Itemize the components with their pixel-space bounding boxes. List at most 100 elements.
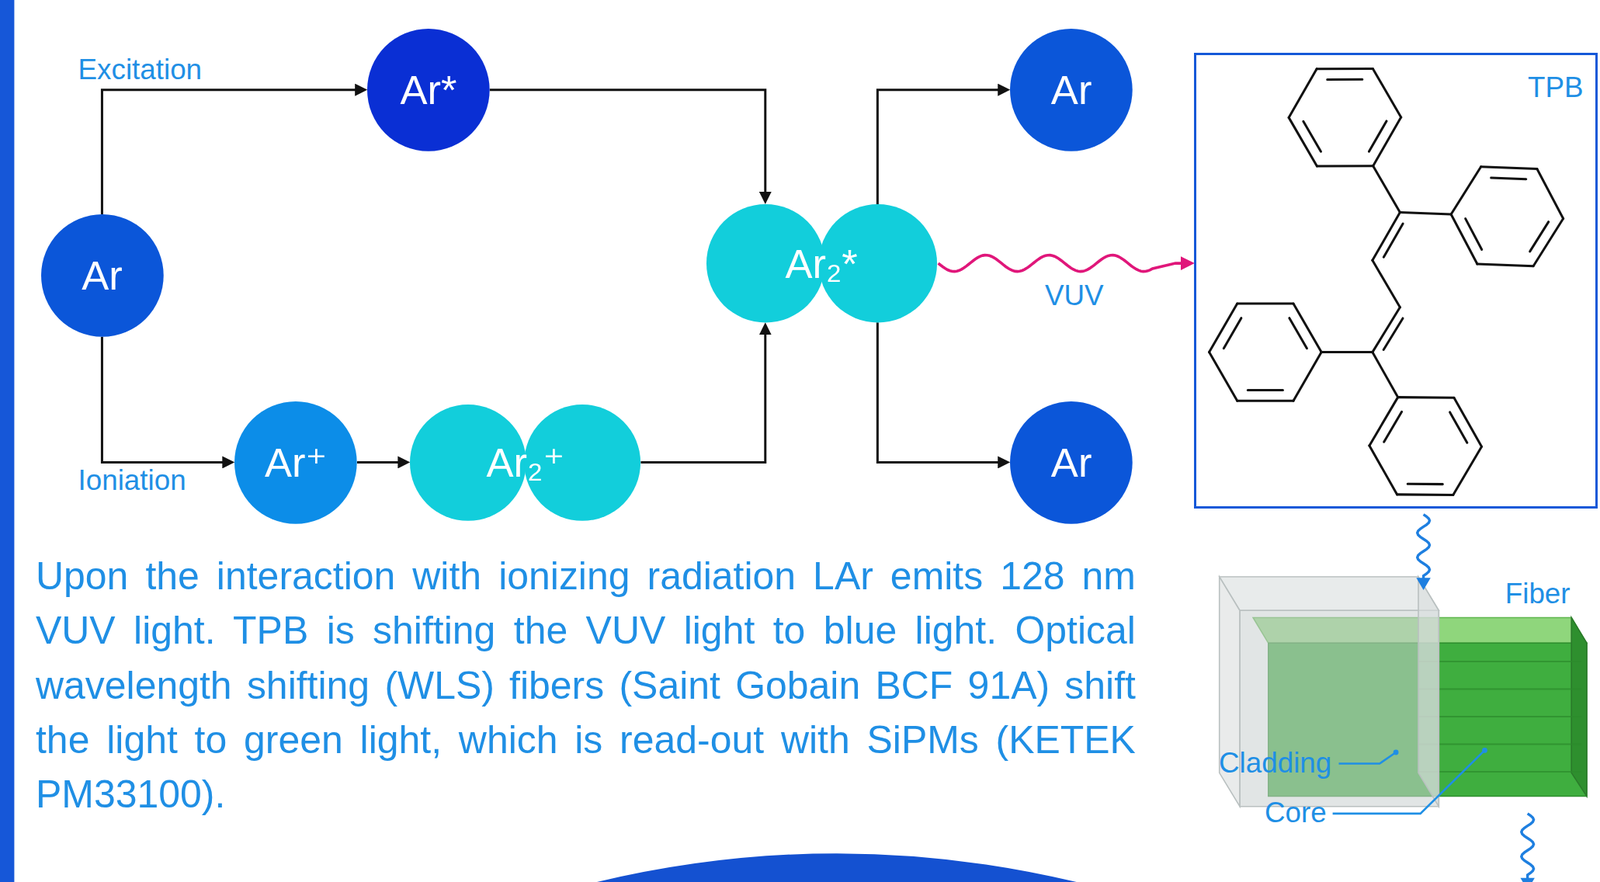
reaction-arrow [101, 90, 361, 215]
edge-label: VUV [1043, 279, 1106, 313]
ring-bond [1288, 69, 1317, 119]
ring-bond [1450, 166, 1482, 215]
ring-link-bond [1373, 166, 1401, 213]
light-arrowhead [1520, 878, 1535, 882]
ring-bond [1537, 169, 1564, 219]
light-arrows [1416, 514, 1535, 882]
ring-bond [1316, 67, 1373, 70]
description-text: Upon the interaction with ionizing radia… [35, 548, 1136, 823]
ring-double-bond [1247, 388, 1283, 392]
cladding-top [1219, 576, 1440, 611]
ring-link-bond [1321, 350, 1373, 354]
reaction-arrow [877, 90, 1004, 205]
chain-double-bond [1383, 223, 1403, 257]
circle-fill [41, 214, 164, 337]
leader-line [1332, 749, 1486, 814]
ring-link-bond [1372, 352, 1399, 398]
particle-circle: Ar₂⁺ [409, 404, 641, 521]
ring-bond [1369, 445, 1398, 495]
circle-fill [234, 401, 358, 525]
ring-double-bond [1491, 177, 1527, 180]
particle-label: Ar [1051, 438, 1093, 486]
particle-label: Ar [1051, 65, 1093, 114]
ring-bond [1450, 214, 1478, 264]
particle-label: Ar [81, 251, 123, 299]
reaction-arrow [101, 336, 229, 463]
tpb-molecule [1209, 68, 1564, 495]
particle-circle: Ar⁺ [234, 401, 358, 525]
circle-fill [1009, 401, 1133, 525]
core-strand [1418, 660, 1582, 663]
particle-label: Ar₂* [784, 239, 858, 288]
box-title: TPB [1527, 71, 1584, 105]
leader-dot [1481, 747, 1488, 754]
light-wave [1521, 813, 1535, 882]
ring-double-bond [1450, 412, 1468, 443]
ring-bond [1398, 395, 1455, 400]
ring-double-bond [1327, 78, 1363, 81]
particle-circle: Ar [1009, 28, 1133, 152]
ring-double-bond [1369, 121, 1387, 152]
core-end [1571, 617, 1587, 796]
ring-bond [1293, 352, 1322, 402]
ring-bond [1481, 166, 1538, 170]
circle-fill [367, 28, 490, 152]
core-strand [1418, 688, 1582, 691]
chain-double-bond [1383, 318, 1403, 350]
edge-label: Excitation [76, 53, 205, 87]
core-strand [1418, 770, 1582, 773]
ring-double-bond [1465, 218, 1482, 250]
ring-bond [1293, 303, 1322, 353]
ring-bond [1369, 397, 1399, 446]
chain-bond [1372, 260, 1400, 307]
ring-bond [1454, 397, 1482, 447]
core-strand [1418, 715, 1582, 718]
ring-double-bond [1530, 222, 1549, 252]
leader-dot [1393, 749, 1399, 756]
particle-circle: Ar₂* [706, 204, 938, 323]
leader-lines [1332, 747, 1488, 814]
ring-bond [1237, 399, 1294, 403]
light-wave [1417, 514, 1430, 584]
ring-double-bond [1223, 318, 1242, 349]
core-strand [1418, 743, 1582, 746]
reaction-arrow [640, 328, 765, 462]
edge-label: Ioniation [76, 464, 188, 497]
ring-bond [1209, 352, 1238, 402]
ring-bond [1477, 263, 1534, 267]
ring-double-bond [1303, 121, 1322, 152]
ring-link-bond [1399, 211, 1451, 215]
side-bar [0, 0, 14, 882]
ring-bond [1237, 301, 1294, 305]
part-name: Cladding [1218, 746, 1332, 780]
ring-double-bond [1407, 482, 1443, 486]
ring-bond [1209, 303, 1238, 353]
particle-circle: Ar [41, 214, 164, 337]
fiber-illustration [1219, 576, 1587, 807]
bottom-arc [596, 853, 1077, 882]
ring-double-bond [1384, 411, 1403, 442]
part-name: Fiber [1505, 577, 1571, 611]
vuv-light-arrow [938, 255, 1188, 272]
reaction-arrow [489, 90, 766, 198]
circle-fill [1009, 28, 1133, 152]
ring-bond [1397, 492, 1454, 497]
particle-circle: Ar [1009, 401, 1133, 525]
ring-bond [1453, 446, 1482, 495]
reaction-arrow [357, 461, 404, 464]
ring-bond [1373, 117, 1402, 167]
particle-label: Ar₂⁺ [486, 438, 566, 486]
cladding-end [1418, 576, 1439, 807]
ring-bond [1288, 117, 1317, 167]
reaction-arrow [877, 322, 1004, 462]
particle-label: Ar* [400, 65, 458, 114]
particle-label: Ar⁺ [264, 438, 327, 486]
ring-double-bond [1289, 318, 1308, 349]
ring-bond [1533, 218, 1564, 266]
ring-bond [1372, 68, 1401, 118]
molecule-box: TPB [1193, 52, 1599, 508]
light-arrowhead [1416, 577, 1430, 591]
part-name: Core [1264, 796, 1327, 830]
particle-circle: Ar* [367, 28, 490, 152]
